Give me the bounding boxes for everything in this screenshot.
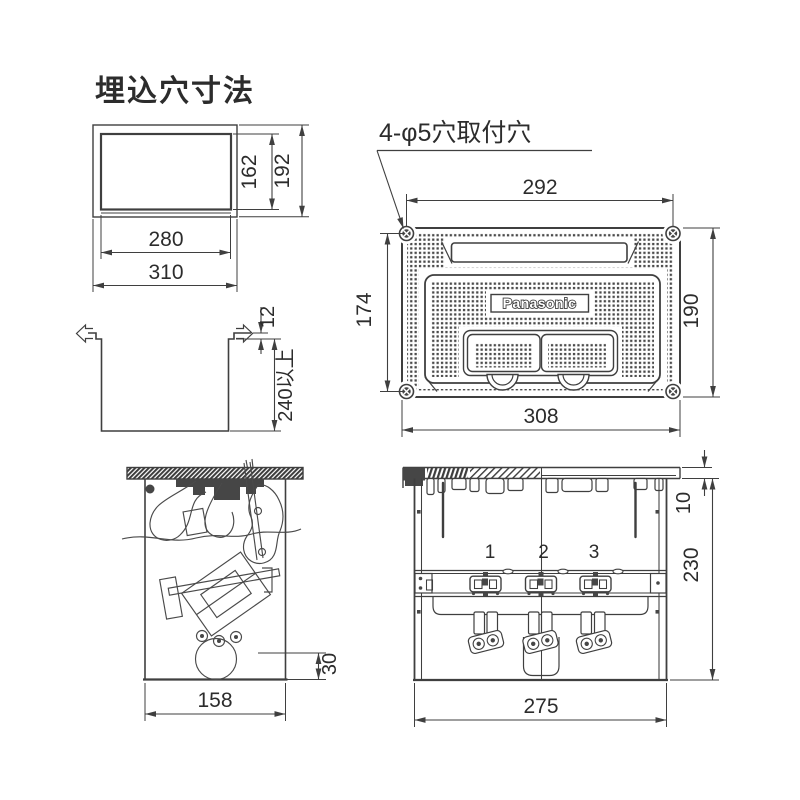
logo-box xyxy=(490,293,590,313)
dim-10: 10 xyxy=(673,492,695,514)
dim-12: 12 xyxy=(257,306,279,328)
lid-section xyxy=(126,466,304,480)
clamp xyxy=(522,629,559,655)
dim-hole-pitch-horizontal: 292 xyxy=(406,176,674,226)
dim-162: 162 xyxy=(238,154,261,189)
cables xyxy=(473,611,606,635)
internal-mechanism xyxy=(121,461,302,681)
top-view: Panasonic xyxy=(353,119,720,437)
lid-cut-block xyxy=(403,467,425,481)
recess-section-view: 12 240以上 xyxy=(75,306,297,432)
dim-min-depth: 240以上 xyxy=(230,339,297,432)
cover-outline xyxy=(401,227,681,398)
dim-275: 275 xyxy=(523,695,558,718)
lid-clips xyxy=(426,477,664,496)
dim-158: 158 xyxy=(197,689,232,712)
dim-cover-height: 190 xyxy=(680,227,720,398)
dim-cover-width: 308 xyxy=(401,400,681,437)
dim-310: 310 xyxy=(148,261,183,284)
dim-192: 192 xyxy=(271,153,294,188)
connector xyxy=(579,572,612,596)
connector xyxy=(524,572,558,596)
dim-174: 174 xyxy=(353,292,376,327)
dim-box-width-front: 275 xyxy=(414,683,667,727)
connector xyxy=(469,572,502,596)
break-symbol-left xyxy=(75,323,93,344)
panasonic-logo: Panasonic xyxy=(503,295,577,311)
dim-280: 280 xyxy=(148,228,183,251)
dim-230: 230 xyxy=(680,547,703,582)
dim-outer-width: 310 xyxy=(92,219,238,292)
screw-icon xyxy=(662,223,684,244)
cable-tray xyxy=(432,597,649,616)
finger-notch-left xyxy=(486,373,519,391)
side-section-view: 30 158 xyxy=(121,458,341,721)
clamp xyxy=(467,629,505,655)
cable-clamps xyxy=(467,629,613,655)
drawing-title: 埋込穴寸法 xyxy=(95,75,255,108)
finger-notch-right xyxy=(557,373,590,391)
dim-240-min: 240以上 xyxy=(274,348,297,421)
dim-bottom-clearance: 30 xyxy=(258,652,341,680)
outlet-number-1: 1 xyxy=(485,542,496,563)
dim-292: 292 xyxy=(522,176,557,199)
dim-190: 190 xyxy=(680,293,703,328)
front-section-view: 1 2 3 xyxy=(402,450,719,727)
dim-inner-width: 280 xyxy=(100,215,231,259)
screw-icon xyxy=(662,381,684,402)
terminal-connectors xyxy=(469,572,612,596)
dim-308: 308 xyxy=(523,405,558,428)
embed-hole-view: 162 192 280 310 xyxy=(92,124,309,292)
mounting-hole-callout: 4-φ5穴取付穴 xyxy=(376,119,592,229)
dim-hole-pitch-vertical: 174 xyxy=(353,233,404,392)
dim-box-width: 158 xyxy=(144,683,286,721)
cable-loop xyxy=(522,637,560,677)
clamp xyxy=(575,629,613,655)
dim-box-depth: 230 xyxy=(670,478,719,681)
callout-text: 4-φ5穴取付穴 xyxy=(379,119,531,147)
dim-outer-height: 192 xyxy=(239,124,309,218)
outlet-number-3: 3 xyxy=(589,542,600,563)
cover-slot xyxy=(450,242,628,263)
dim-inner-height: 162 xyxy=(233,133,279,210)
outlet-number-2: 2 xyxy=(538,542,549,563)
corner-screws xyxy=(396,223,684,402)
dim-30: 30 xyxy=(319,653,341,675)
